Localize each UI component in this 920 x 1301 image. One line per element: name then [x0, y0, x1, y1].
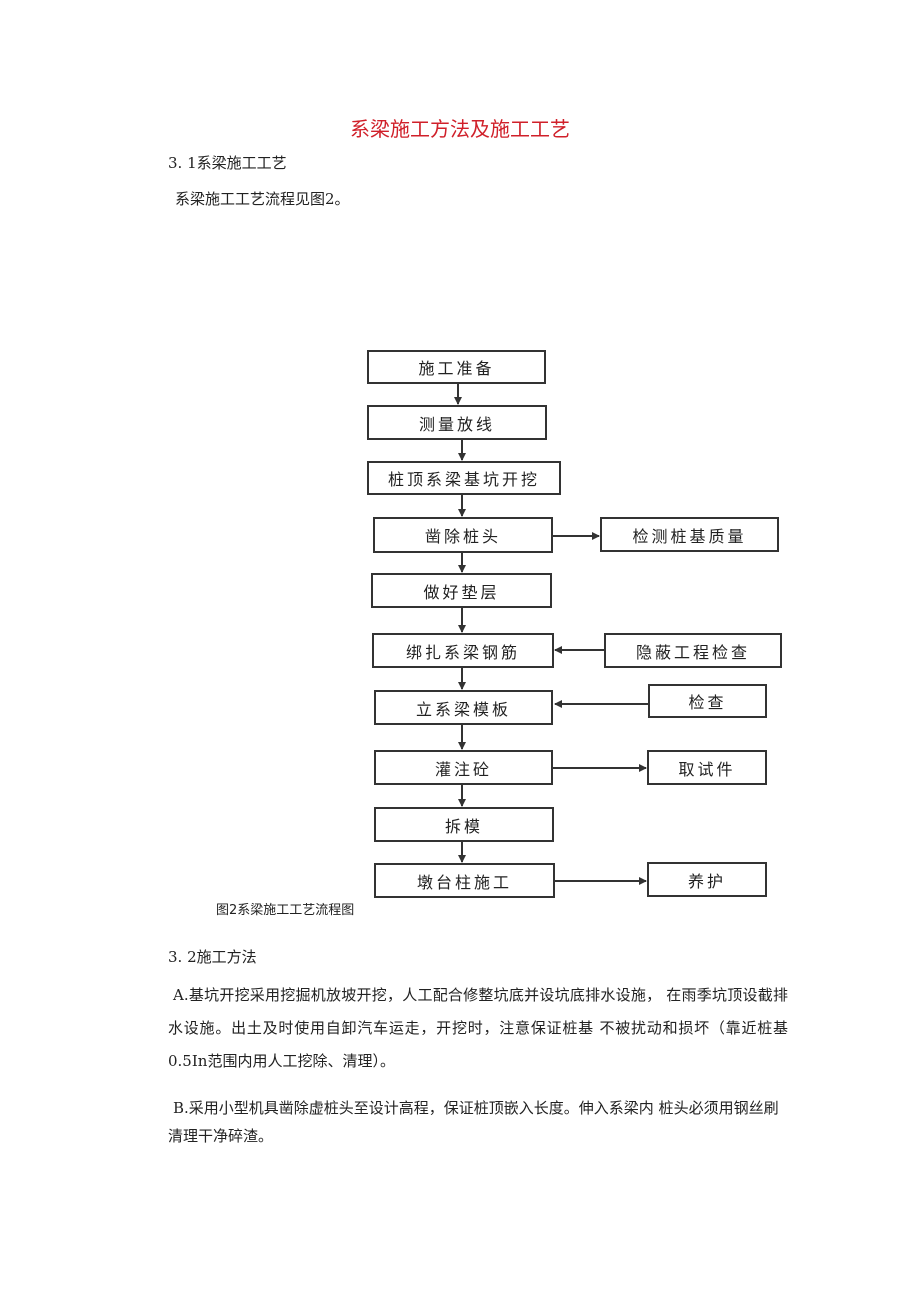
document-title: 系梁施工方法及施工工艺	[350, 117, 570, 141]
flow-side-sample: 取试件	[647, 750, 767, 785]
flow-step-pour: 灌注砼	[374, 750, 553, 785]
flow-step-survey: 测量放线	[367, 405, 547, 440]
paragraph-a: A.基坑开挖采用挖掘机放坡开挖，人工配合修整坑底并设坑底排水设施， 在雨季坑顶设…	[168, 986, 788, 1070]
section-heading-3-2: 3. 2施工方法	[168, 948, 257, 966]
flow-step-prepare: 施工准备	[367, 350, 546, 384]
flow-step-demold: 拆模	[374, 807, 554, 842]
section-heading-3-1: 3. 1系梁施工工艺	[168, 154, 287, 172]
figure-caption: 图2系梁施工工艺流程图	[216, 903, 355, 918]
paragraph-b: B.采用小型机具凿除虚桩头至设计高程，保证桩顶嵌入长度。伸入系梁内 桩头必须用钢…	[168, 1099, 779, 1145]
flow-step-excavation: 桩顶系梁基坑开挖	[367, 461, 561, 495]
flow-side-inspection: 检查	[648, 684, 767, 718]
flow-step-formwork: 立系梁模板	[374, 690, 553, 725]
flow-step-cushion: 做好垫层	[371, 573, 552, 608]
intro-text: 系梁施工工艺流程见图2。	[175, 190, 350, 208]
flow-side-pile-test: 检测桩基质量	[600, 517, 779, 552]
flow-step-rebar: 绑扎系梁钢筋	[372, 633, 554, 668]
flow-side-curing: 养护	[647, 862, 767, 897]
flow-step-pier: 墩台柱施工	[374, 863, 555, 898]
flow-side-hidden-inspection: 隐蔽工程检查	[604, 633, 782, 668]
flow-step-pile-head: 凿除桩头	[373, 517, 553, 553]
